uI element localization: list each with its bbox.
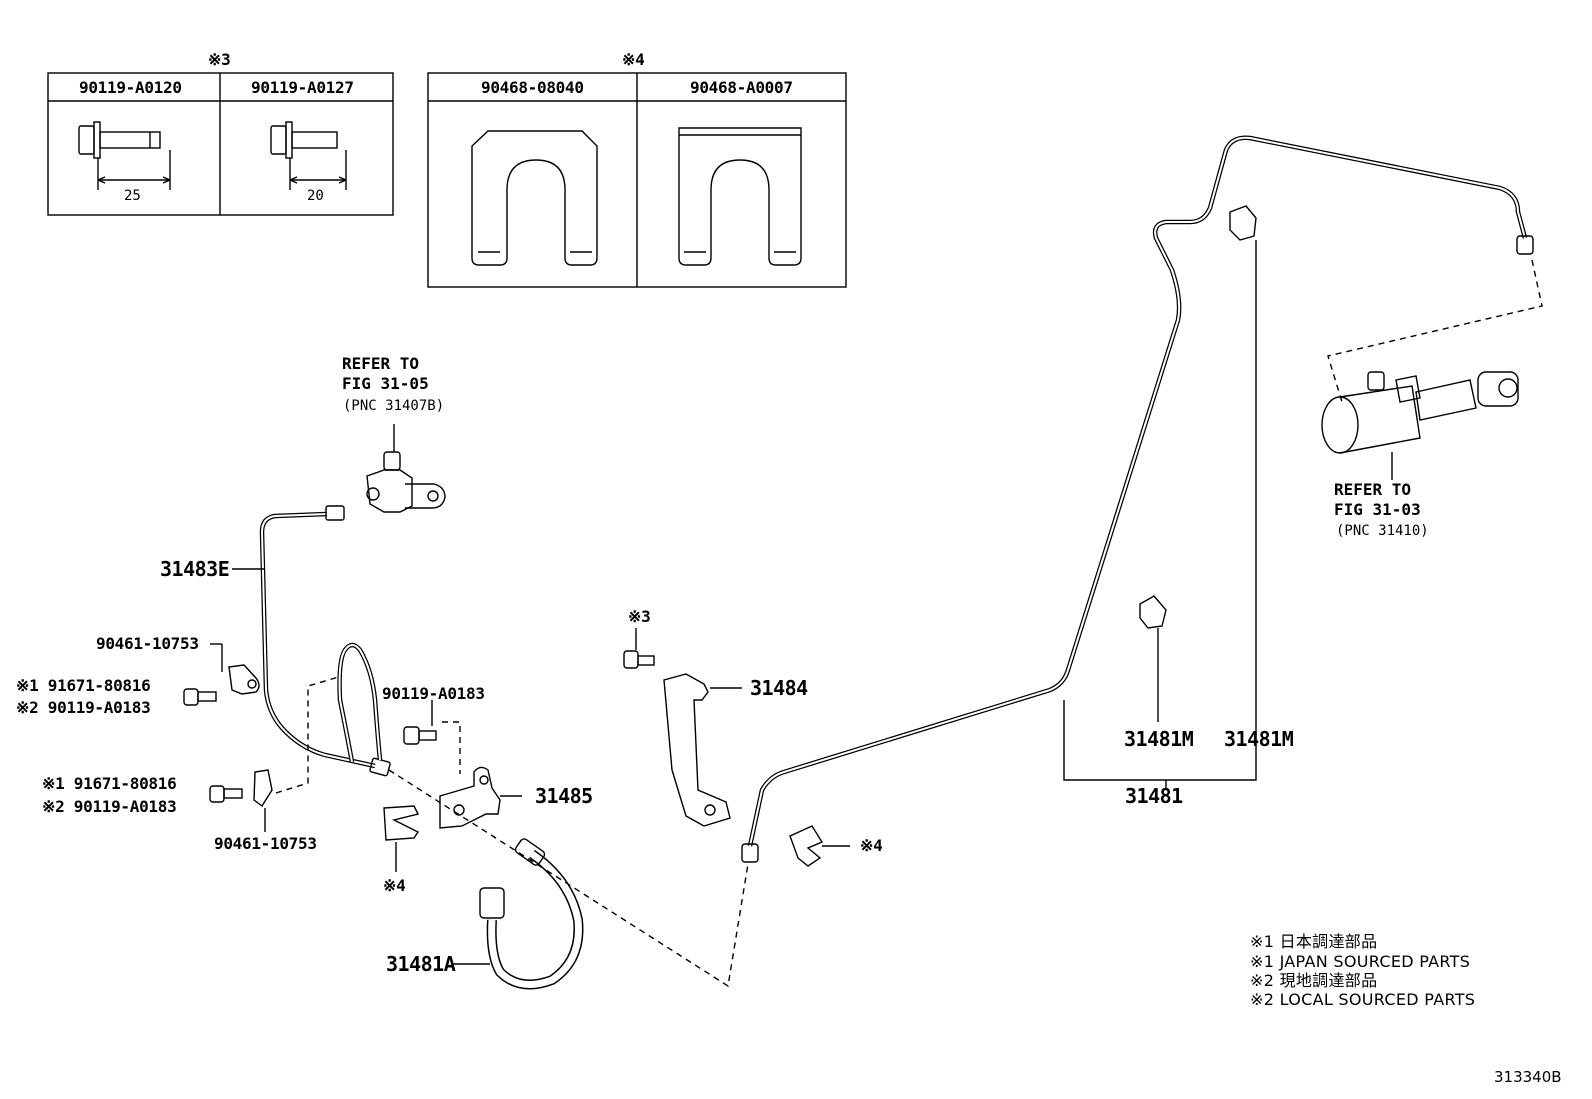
legend-line: ※1 JAPAN SOURCED PARTS <box>1250 952 1471 971</box>
callout-31481m-b: 31481M <box>1224 727 1294 751</box>
reference-line2: FIG 31-05 <box>342 374 429 393</box>
part-number: 90119-A0120 <box>79 78 182 97</box>
valve-fitting <box>366 424 446 513</box>
legend-line: ※2 LOCAL SOURCED PARTS <box>1250 990 1476 1009</box>
dimension: 20 <box>307 188 324 204</box>
part-number: 90119-A0127 <box>251 78 354 97</box>
callout-31481m-a: 31481M <box>1124 727 1194 751</box>
bolt-icon <box>623 628 655 669</box>
bolt-icon <box>270 121 347 190</box>
callout-mark4-right: ※4 <box>860 836 883 855</box>
clamp-icon <box>210 643 260 695</box>
part-number: 90468-08040 <box>481 78 584 97</box>
clip-icon <box>383 805 420 872</box>
pipe-loop <box>337 642 383 763</box>
bracket-31484 <box>663 673 742 827</box>
bolt-icon <box>403 700 437 745</box>
callout-local-bolt-top: ※2 90119-A0183 <box>16 698 151 717</box>
reference-line1: REFER TO <box>1334 480 1412 499</box>
clip-icon <box>789 825 850 867</box>
grommet-icon <box>1139 595 1167 629</box>
dashed-leader <box>275 675 343 794</box>
callout-japan-bolt-bottom: ※1 91671-80816 <box>42 774 177 793</box>
reference-line2: FIG 31-03 <box>1334 500 1421 519</box>
callout-japan-bolt-top: ※1 91671-80816 <box>16 676 151 695</box>
callout-31481a: 31481A <box>386 952 456 976</box>
hose-31481a <box>452 838 584 990</box>
master-cylinder <box>1321 371 1519 480</box>
callout-mark3-mid: ※3 <box>628 607 651 626</box>
figure-id: 313340B <box>1494 1068 1562 1086</box>
table-mark: ※3 <box>208 50 231 69</box>
pipe-31481m <box>741 135 1534 863</box>
bolt-icon <box>183 688 217 706</box>
reference-line3: (PNC 31407B) <box>343 398 445 414</box>
callout-90461-top: 90461-10753 <box>96 634 199 653</box>
callout-31481: 31481 <box>1125 784 1183 808</box>
part-number: 90468-A0007 <box>690 78 793 97</box>
callout-local-bolt-bottom: ※2 90119-A0183 <box>42 797 177 816</box>
dimension: 25 <box>124 188 141 204</box>
clamp-icon <box>253 769 273 832</box>
clip-icon <box>471 130 598 266</box>
legend-line: ※1 日本調達部品 <box>1250 932 1378 951</box>
bolt-table <box>47 72 394 216</box>
callout-31483e: 31483E <box>160 557 230 581</box>
callout-31485: 31485 <box>535 784 593 808</box>
bolt-icon <box>209 785 243 803</box>
legend-line: ※2 現地調達部品 <box>1250 971 1378 990</box>
callout-90119-a0183: 90119-A0183 <box>382 684 485 703</box>
bracket-31485 <box>439 766 522 829</box>
bolt-icon <box>78 121 171 190</box>
callout-mark4-left: ※4 <box>383 876 406 895</box>
reference-line3: (PNC 31410) <box>1336 523 1429 539</box>
table-mark: ※4 <box>622 50 645 69</box>
callout-31484: 31484 <box>750 676 808 700</box>
reference-line1: REFER TO <box>342 354 420 373</box>
callout-90461-bottom: 90461-10753 <box>214 834 317 853</box>
pipe-31483e <box>232 505 391 777</box>
clip-table <box>427 72 847 288</box>
clip-icon <box>678 127 802 266</box>
grommet-icon <box>1229 205 1257 241</box>
